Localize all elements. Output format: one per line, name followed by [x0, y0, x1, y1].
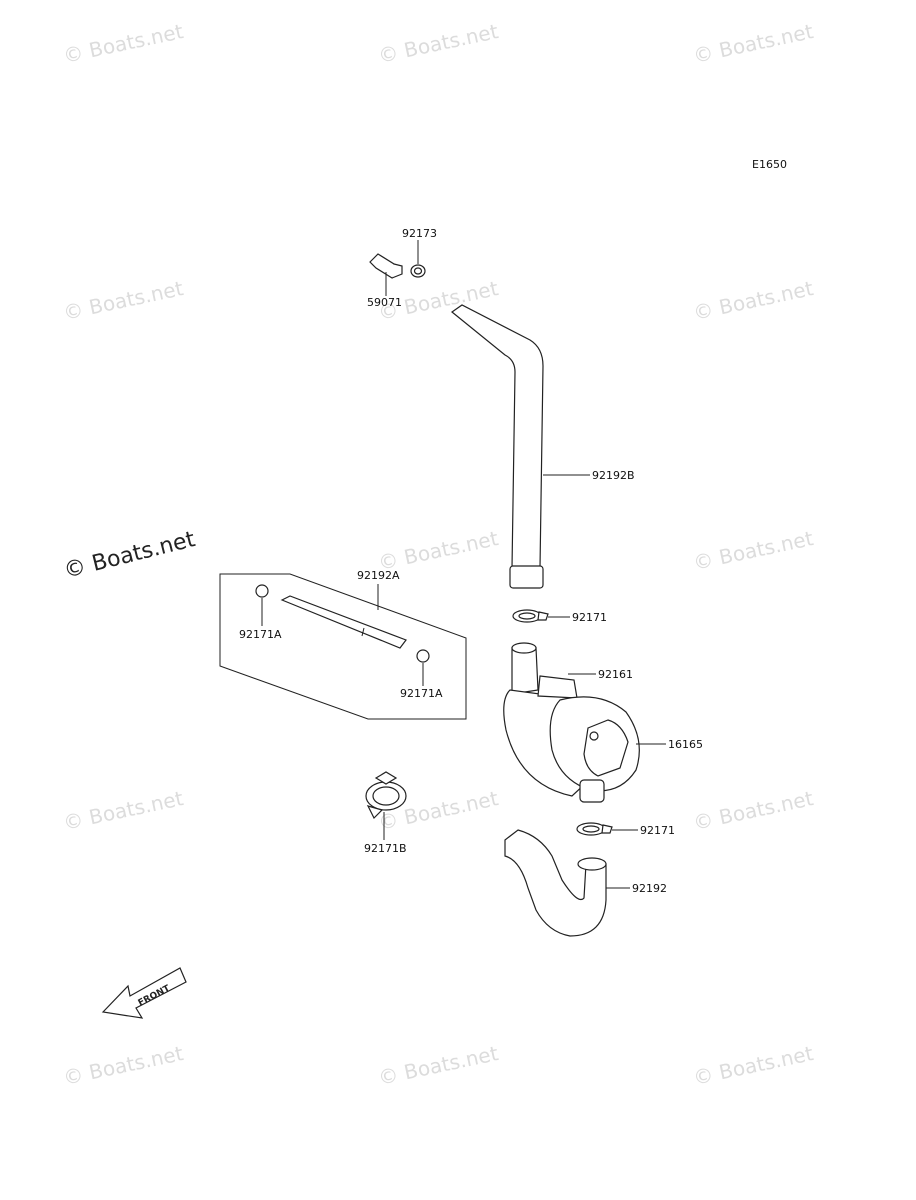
watermarks: © Boats.net © Boats.net © Boats.net © Bo…	[61, 19, 815, 1090]
watermark: © Boats.net	[61, 1041, 185, 1090]
watermark: © Boats.net	[61, 19, 185, 68]
clip-92171A-right	[416, 649, 430, 663]
clamp-92173	[410, 264, 426, 278]
part-label-92171A-right: 92171A	[400, 687, 443, 700]
watermark: © Boats.net	[376, 19, 500, 68]
part-label-92192B: 92192B	[592, 469, 635, 482]
watermark: © Boats.net	[376, 526, 500, 575]
part-label-92161: 92161	[598, 668, 633, 681]
clip-92171A-left	[255, 584, 269, 598]
watermark-dark: © Boats.net	[61, 527, 198, 584]
part-label-92171B: 92171B	[364, 842, 407, 855]
part-label-92192: 92192	[632, 882, 667, 895]
clamp-92171-top	[512, 609, 549, 623]
clamp-92171B	[365, 771, 407, 820]
part-label-16165: 16165	[668, 738, 703, 751]
front-arrow: FRONT	[101, 967, 187, 1019]
part-label-92192A: 92192A	[357, 569, 400, 582]
watermark: © Boats.net	[691, 19, 815, 68]
hose-92192B	[451, 304, 544, 589]
part-label-92173: 92173	[402, 227, 437, 240]
diagram-code: E1650	[752, 158, 787, 171]
watermark: © Boats.net	[691, 276, 815, 325]
watermark: © Boats.net	[691, 526, 815, 575]
clamp-92171-bottom	[576, 822, 613, 836]
watermark: © Boats.net	[61, 786, 185, 835]
watermark: © Boats.net	[376, 1041, 500, 1090]
watermark: © Boats.net	[61, 276, 185, 325]
part-label-92171A-left: 92171A	[239, 628, 282, 641]
watermark: © Boats.net	[691, 1041, 815, 1090]
part-label-59071: 59071	[367, 296, 402, 309]
part-label-92171-bottom: 92171	[640, 824, 675, 837]
part-label-92171-top: 92171	[572, 611, 607, 624]
kit-box-92192A	[219, 573, 467, 720]
main-unit	[503, 642, 640, 803]
watermark: © Boats.net	[691, 786, 815, 835]
fitting-59071	[369, 253, 403, 279]
hose-92192	[504, 829, 607, 937]
